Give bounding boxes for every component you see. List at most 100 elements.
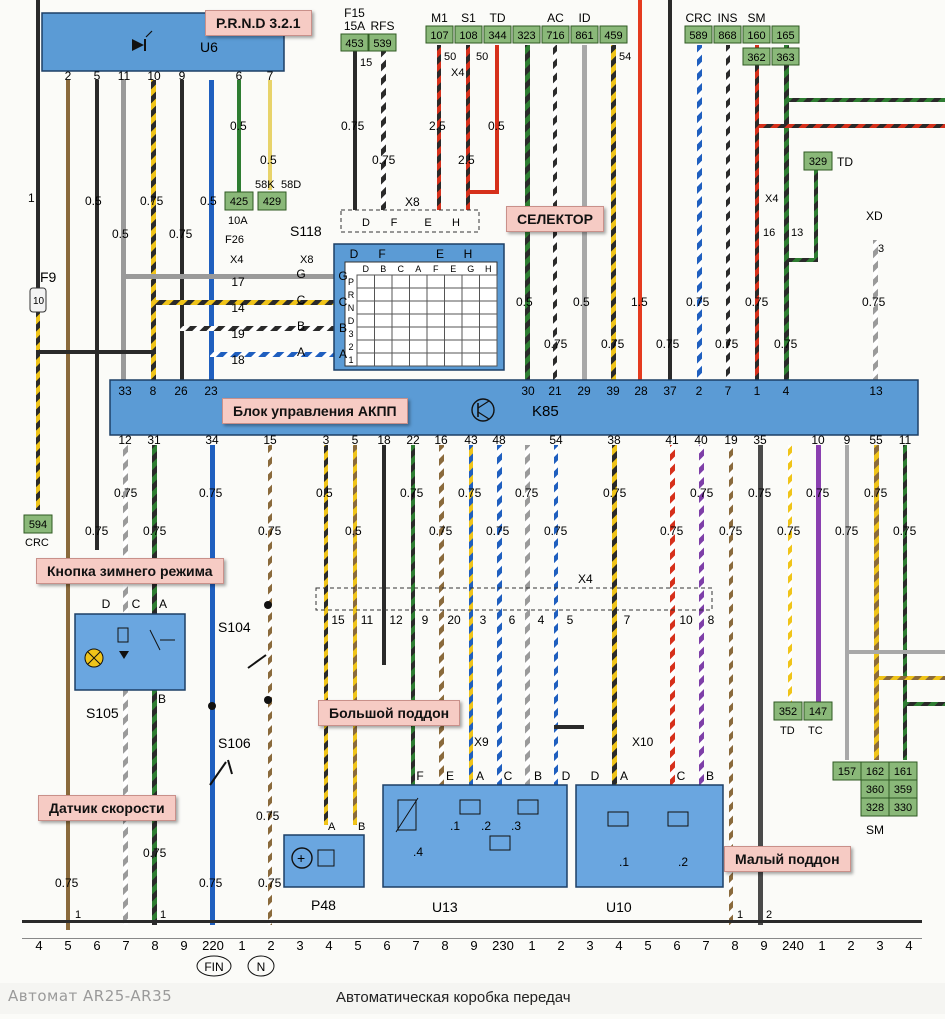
k85-bottom-pin: 3	[323, 433, 330, 447]
selector-row-label: 2	[348, 342, 353, 352]
solenoid-icons-u13	[459, 799, 539, 851]
size-label: 3	[878, 243, 884, 255]
label-58d: 58D	[281, 179, 301, 191]
size-label: 0.75	[835, 524, 859, 538]
k85-bottom-pin: 31	[147, 433, 161, 447]
scale-number: 6	[93, 938, 100, 953]
wire-37	[668, 0, 672, 385]
wire-ins	[726, 45, 730, 385]
tag-number: 868	[718, 30, 736, 42]
u6-pin: 10	[147, 69, 161, 83]
size-label: 0.75	[199, 876, 223, 890]
selector-col-label: A	[415, 264, 421, 274]
tag-352: 352	[773, 701, 803, 721]
size-label: 0.5	[85, 194, 102, 208]
x9-label: X9	[474, 735, 489, 749]
wire-b48	[497, 445, 502, 785]
u10-pin: A	[620, 769, 628, 783]
size-label: 0.75	[748, 486, 772, 500]
footer-band	[0, 983, 945, 1014]
sm-tag-box	[888, 797, 918, 817]
label-f26-rating: 10A	[228, 215, 248, 227]
scale-number: 5	[354, 938, 361, 953]
u10-label: U10	[606, 899, 632, 915]
k85-top-pin: 23	[204, 384, 218, 398]
x10-label: X10	[632, 735, 654, 749]
scale-number: 1	[818, 938, 825, 953]
wire-b54a	[525, 445, 530, 785]
size-label: 0.75	[690, 486, 714, 500]
wire-b22	[411, 445, 415, 785]
tag-number: 323	[517, 30, 535, 42]
size-label: 0.75	[143, 846, 167, 860]
wire-b38	[612, 445, 617, 785]
wire-b11	[903, 445, 907, 760]
wire-f9-upper	[36, 0, 40, 300]
p48-pin-a: A	[328, 821, 336, 833]
x8-top-pin: H	[452, 217, 460, 229]
svg-text:+: +	[297, 850, 305, 866]
wire-b41	[670, 445, 675, 785]
selector-row-label: 1	[348, 355, 353, 365]
sm-tag: 162	[866, 766, 884, 778]
wire-size-labels: 0.5 0.5 0.5 0.5 0.75 0.75 0.5 0.75 0.75 …	[28, 51, 917, 921]
k85-bottom-pin: 40	[694, 433, 708, 447]
size-label: 50	[444, 51, 456, 63]
tag-label: SM	[748, 11, 766, 25]
ground-bus	[22, 920, 922, 923]
u13-pin: D	[562, 769, 571, 783]
wire-m1	[437, 45, 441, 210]
u6-pin: 5	[94, 69, 101, 83]
wire-b11-h	[903, 702, 945, 706]
size-label: 15	[360, 57, 372, 69]
size-label: 0.75	[601, 337, 625, 351]
scale-number: 4	[615, 938, 622, 953]
wire-b54-jog	[554, 725, 584, 729]
label-td-352: TD	[780, 725, 795, 737]
tag-box	[454, 25, 483, 44]
wire-b19	[729, 445, 733, 925]
selector-row-label: R	[348, 290, 355, 300]
transistor-icon	[471, 398, 495, 422]
wire-sm-h2	[784, 98, 945, 102]
fin-badge: FIN	[196, 955, 232, 977]
u13-sub-labels: .4.1.2.3	[413, 819, 521, 859]
sm-tag: 161	[894, 766, 912, 778]
selector-side-pin: A	[339, 347, 347, 361]
callout-prnd: P.R.N.D 3.2.1	[205, 10, 312, 36]
scale-number: 4	[905, 938, 912, 953]
k85-bottom-pin: 43	[464, 433, 478, 447]
size-label: 0.75	[686, 295, 710, 309]
k85-top-pin: 26	[174, 384, 188, 398]
tag-box	[742, 47, 771, 66]
x4-pin: 4	[538, 613, 545, 627]
tag-number: 459	[604, 30, 622, 42]
tag-box	[771, 25, 800, 44]
svg-text:147: 147	[809, 706, 827, 718]
u10-pin: B	[706, 769, 714, 783]
speed-sensor-icon: +	[291, 847, 335, 869]
scale-number: 220	[202, 938, 224, 953]
size-label: 0.75	[372, 153, 396, 167]
callout-selector: СЕЛЕКТОР	[506, 206, 604, 232]
size-label: 1.5	[631, 295, 648, 309]
wire-red-main	[638, 0, 642, 385]
tag-number: 363	[776, 52, 794, 64]
k85-bottom-pin: 15	[263, 433, 277, 447]
x4-top-label: X4	[451, 67, 464, 79]
selector-col-label: H	[485, 264, 492, 274]
switch-icon	[149, 629, 175, 651]
u13-pin: A	[476, 769, 484, 783]
wire-sel-g	[122, 274, 334, 279]
s105-label: S105	[86, 705, 119, 721]
k85-bottom-pin: 10	[811, 433, 825, 447]
s105-pin: D	[102, 597, 111, 611]
size-label: 0.75	[862, 295, 886, 309]
